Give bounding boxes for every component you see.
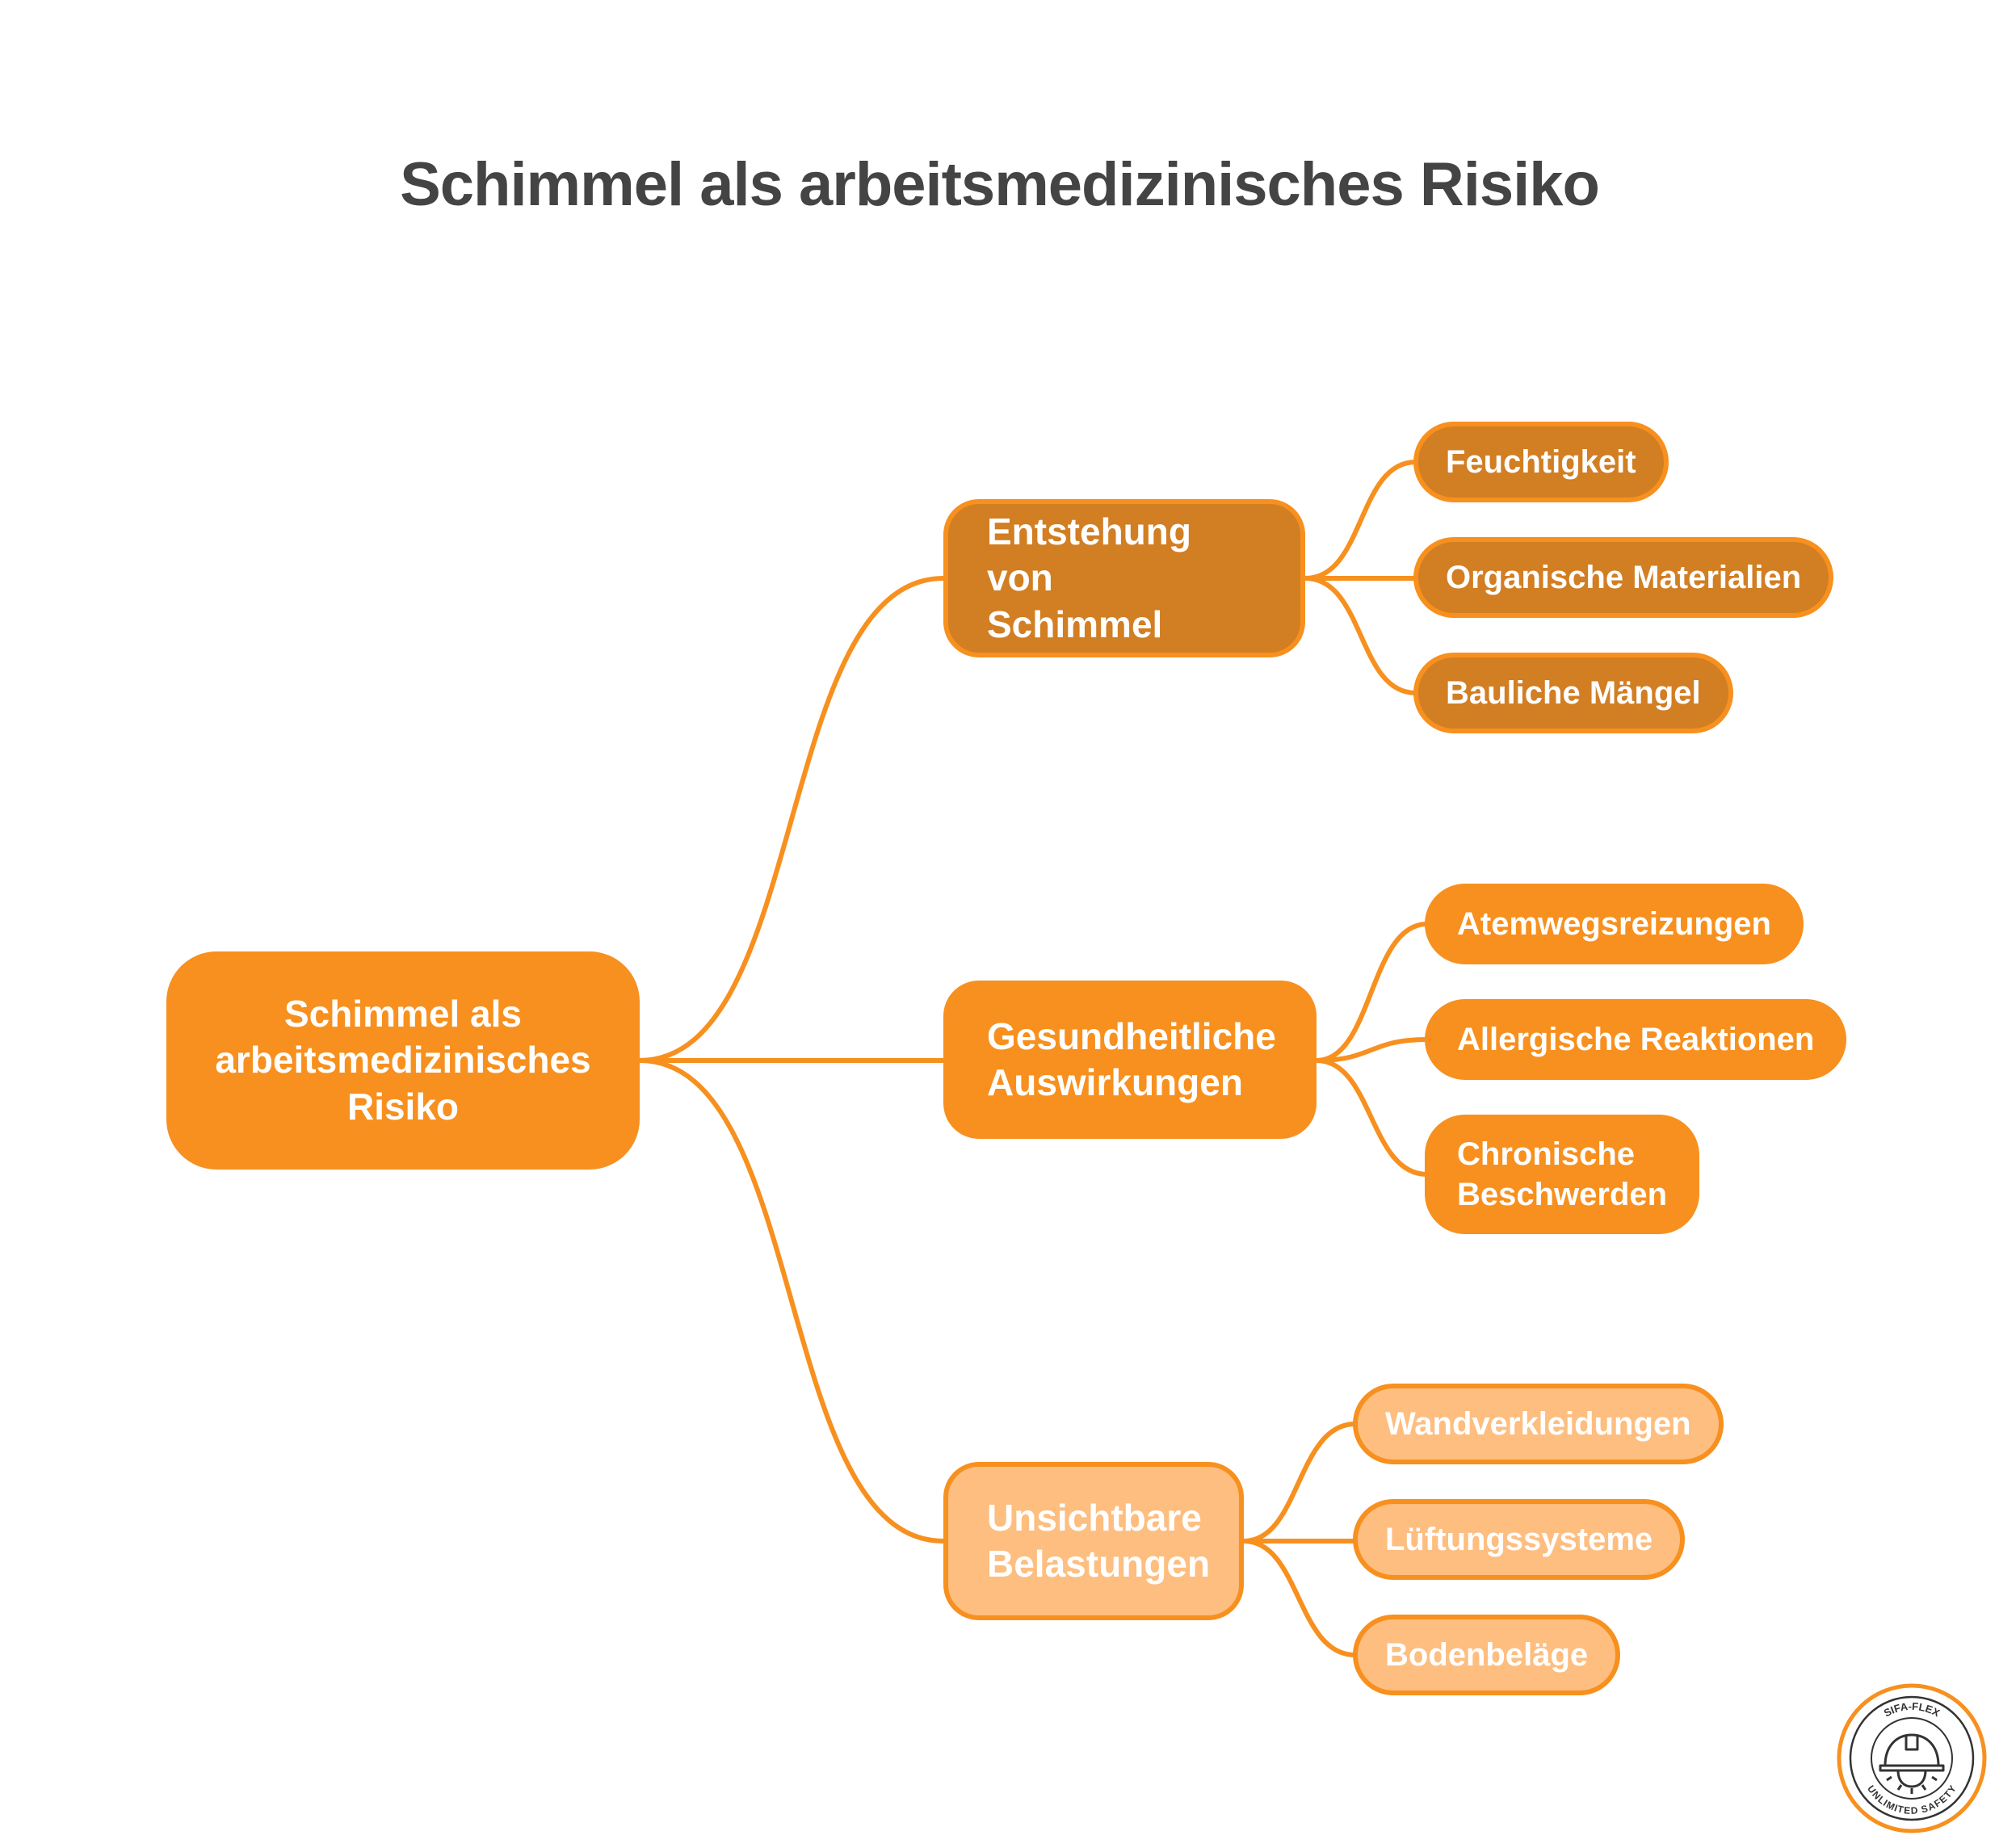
branch-node-unsichtbare: Unsichtbare Belastungen	[943, 1462, 1244, 1620]
branch-line-1: Gesundheitliche	[987, 1014, 1276, 1057]
leaf-label-line-1: Chronische	[1457, 1136, 1636, 1172]
leaf-node-atemwegsreizungen: Atemwegsreizungen	[1425, 884, 1804, 964]
branch-line-2: Schimmel	[987, 603, 1163, 645]
leaf-label: Allergische Reaktionen	[1457, 1022, 1815, 1057]
connector-root-b3	[637, 1058, 946, 1544]
leaf-node-bauliche-maengel: Bauliche Mängel	[1413, 653, 1733, 733]
logo-text-top: SIFA-FLEX	[1882, 1700, 1942, 1720]
connector-b3-l33	[1241, 1539, 1358, 1657]
branch-node-entstehung: Entstehung von Schimmel	[943, 499, 1305, 657]
connector-b1-l11	[1303, 460, 1418, 581]
branch-line-2: Belastungen	[987, 1543, 1211, 1585]
leaf-node-wandverkleidungen: Wandverkleidungen	[1353, 1384, 1724, 1464]
connector-root-b1	[637, 576, 946, 1063]
branch-line-2: Auswirkungen	[987, 1061, 1243, 1103]
leaf-label: Wandverkleidungen	[1385, 1406, 1691, 1442]
connector-b1-l13	[1303, 576, 1418, 695]
leaf-label: Bodenbeläge	[1385, 1637, 1589, 1673]
connector-b2-l22	[1314, 1037, 1430, 1063]
leaf-label-line-2: Beschwerden	[1457, 1177, 1668, 1212]
connector-b3-l31	[1241, 1422, 1358, 1544]
svg-text:SIFA-FLEX: SIFA-FLEX	[1882, 1700, 1942, 1720]
root-node: Schimmel als arbeitsmedizinisches Risiko	[166, 951, 640, 1170]
root-line-2: arbeitsmedizinisches	[215, 1039, 591, 1082]
leaf-label: Lüftungssysteme	[1385, 1522, 1653, 1557]
root-line-1: Schimmel als	[283, 992, 523, 1035]
leaf-label: Feuchtigkeit	[1446, 444, 1636, 480]
sifa-flex-logo: SIFA-FLEX UNLIMITED SAFETY	[1837, 1683, 1987, 1833]
branch-line-1: Unsichtbare	[987, 1496, 1202, 1539]
branch-line-1: Entstehung von	[987, 510, 1191, 599]
leaf-label: Bauliche Mängel	[1446, 675, 1701, 711]
leaf-label: Organische Materialien	[1446, 560, 1802, 595]
root-line-3: Risiko	[346, 1085, 460, 1128]
leaf-node-allergische-reaktionen: Allergische Reaktionen	[1425, 999, 1847, 1080]
leaf-label: Atemwegsreizungen	[1457, 906, 1771, 942]
connector-b2-l21	[1314, 922, 1430, 1063]
branch-node-gesundheitliche: Gesundheitliche Auswirkungen	[943, 981, 1317, 1139]
leaf-node-bodenbelaege: Bodenbeläge	[1353, 1615, 1621, 1695]
leaf-node-chronische-beschwerden: Chronische Beschwerden	[1425, 1115, 1700, 1234]
leaf-node-feuchtigkeit: Feuchtigkeit	[1413, 422, 1669, 502]
connector-b2-l23	[1314, 1058, 1430, 1177]
hard-hat-gear-icon	[1879, 1733, 1945, 1794]
leaf-node-lueftungssysteme: Lüftungssysteme	[1353, 1499, 1686, 1580]
leaf-node-organische-materialien: Organische Materialien	[1413, 537, 1834, 618]
page-title: Schimmel als arbeitsmedizinisches Risiko	[400, 150, 1600, 219]
